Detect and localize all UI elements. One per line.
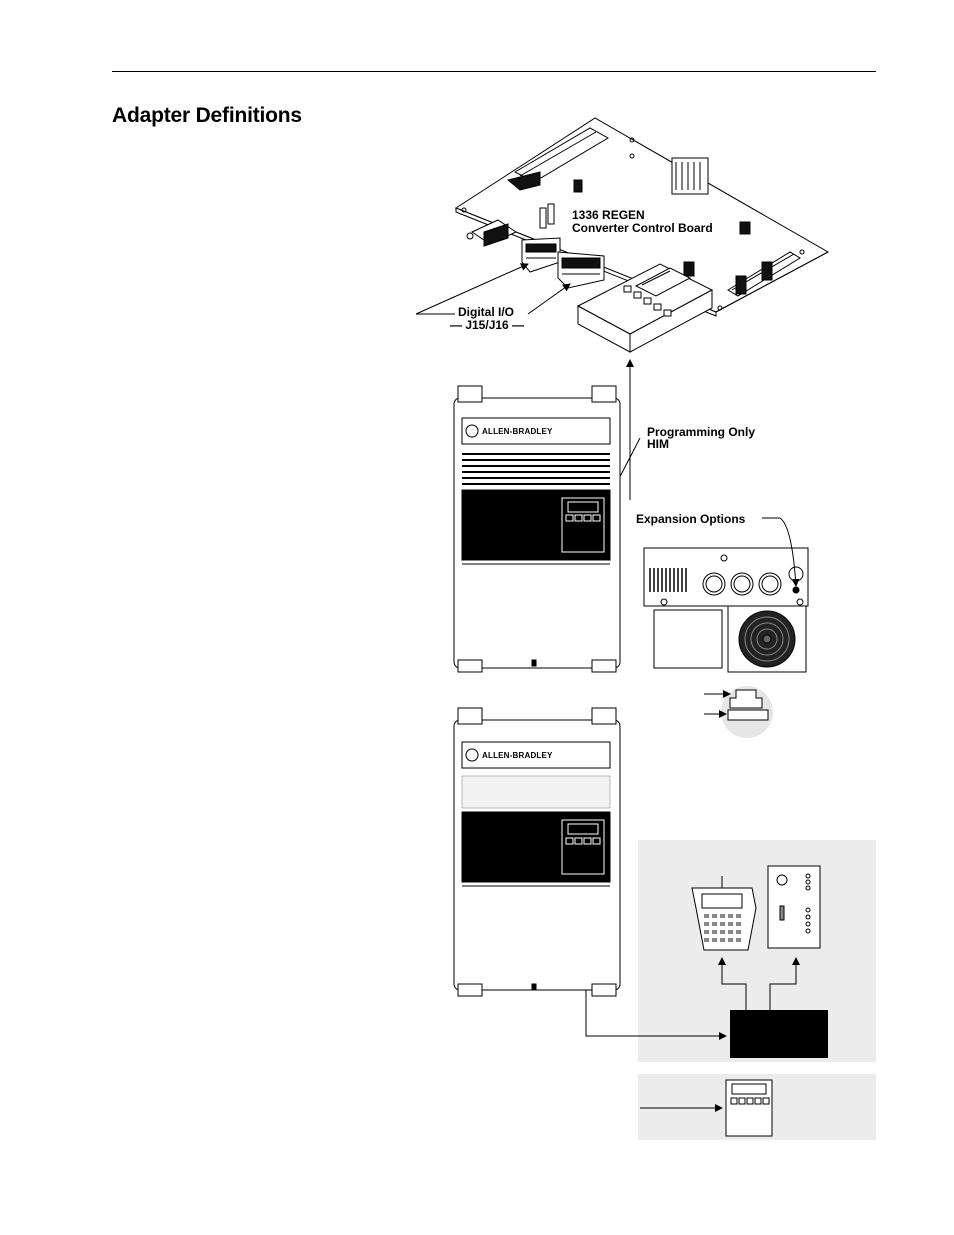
page-title: Adapter Definitions — [112, 104, 302, 127]
board-label-line1: 1336 REGEN — [572, 208, 645, 222]
brand-label-top: ALLEN-BRADLEY — [482, 427, 553, 436]
digital-io-label-line2: — J15/J16 — — [450, 318, 525, 332]
communication-module-illustration — [767, 865, 821, 949]
adapter-block — [730, 1010, 828, 1058]
connector-symbol — [704, 686, 773, 738]
brand-label-bottom: ALLEN-BRADLEY — [482, 751, 553, 760]
board-label-line2: Converter Control Board — [572, 221, 713, 235]
digital-io-leaders — [415, 263, 571, 315]
expansion-options-illustration — [643, 547, 809, 673]
header-rule — [112, 71, 876, 72]
him-panel — [638, 1074, 876, 1140]
him-module-illustration — [725, 1079, 773, 1137]
control-board-illustration — [454, 117, 830, 353]
drive-unit-top — [453, 385, 621, 673]
him-label-line1: Programming Only — [647, 425, 756, 439]
him-label-line2: HIM — [647, 437, 669, 451]
handheld-terminal-illustration — [691, 876, 757, 951]
external-devices-panel — [585, 840, 876, 1062]
expansion-options-label: Expansion Options — [636, 512, 746, 526]
digital-io-label-line1: Digital I/O — [458, 305, 515, 319]
drive-unit-bottom — [453, 707, 621, 997]
